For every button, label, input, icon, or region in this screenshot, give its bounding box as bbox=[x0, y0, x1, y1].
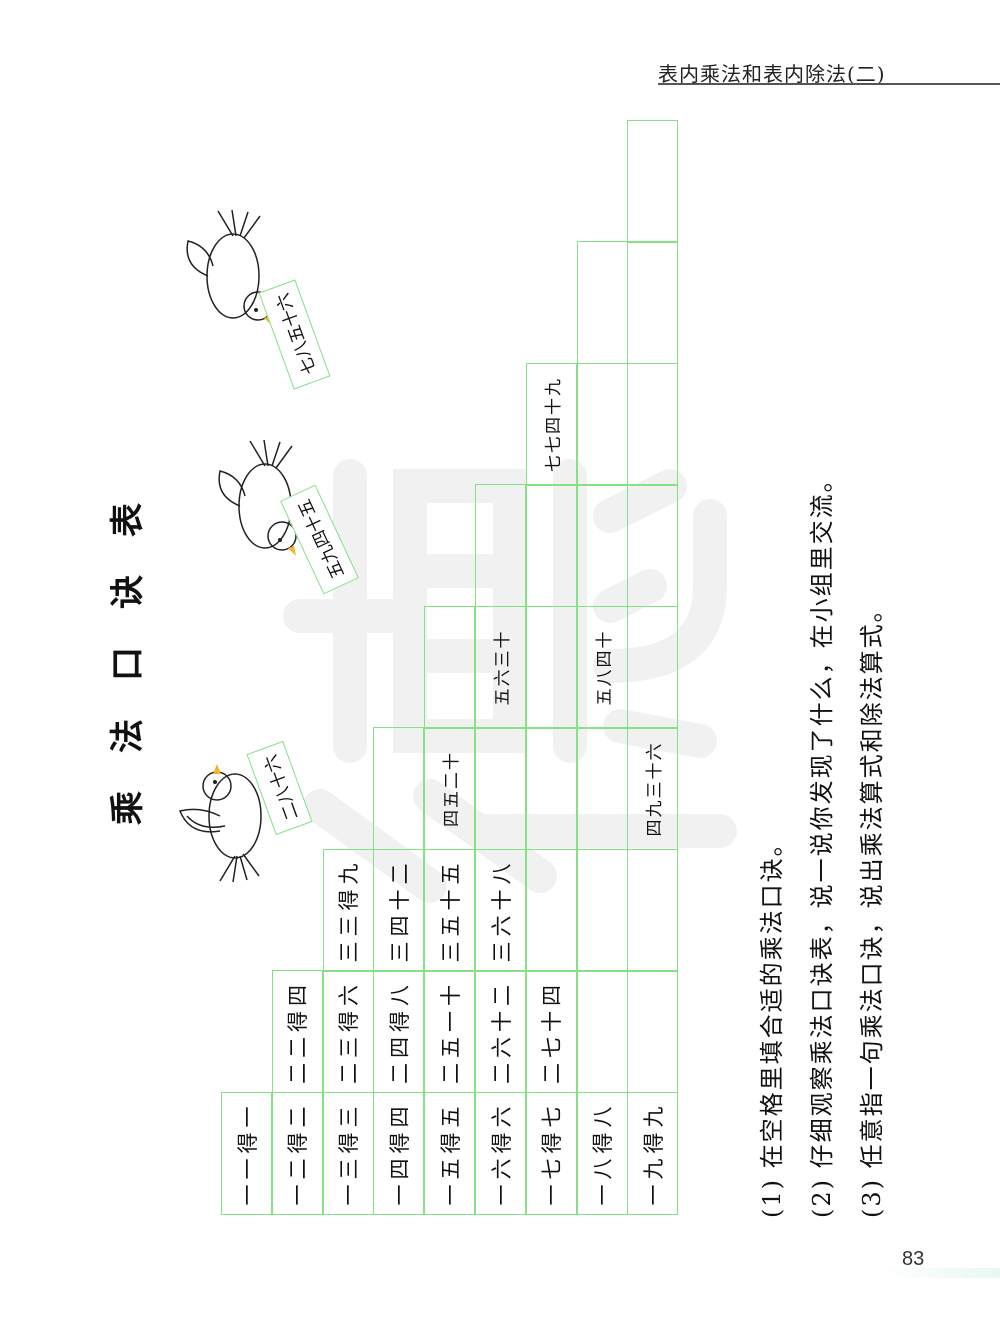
table-row: 一一得一 bbox=[221, 1092, 272, 1215]
table-cell: 一二得二 bbox=[271, 1092, 323, 1215]
blank-cell[interactable] bbox=[627, 970, 679, 1094]
blank-cell[interactable] bbox=[576, 241, 628, 365]
blank-cell[interactable] bbox=[475, 484, 526, 608]
table-cell: 二六十二 bbox=[475, 970, 526, 1094]
blank-cell[interactable] bbox=[627, 241, 679, 365]
blank-cell[interactable] bbox=[576, 484, 628, 608]
table-row: 一七得七二七十四 七七四十九 bbox=[525, 363, 577, 1215]
table-cell: 三三得九 bbox=[322, 849, 374, 972]
table-row: 一五得五二五一十三五十五四五二十 bbox=[424, 606, 476, 1215]
table-cell: 一三得三 bbox=[322, 1092, 374, 1215]
blank-cell[interactable] bbox=[525, 849, 577, 972]
table-row: 一二得二二二得四 bbox=[271, 970, 323, 1215]
blank-cell[interactable] bbox=[627, 849, 679, 972]
blank-cell[interactable] bbox=[424, 606, 476, 729]
blank-cell[interactable] bbox=[576, 727, 628, 851]
table-cell: 三六十八 bbox=[475, 849, 526, 972]
table-cell: 七七四十九 bbox=[525, 363, 577, 486]
blank-cell[interactable] bbox=[576, 363, 628, 486]
watermark-graphic bbox=[283, 459, 737, 903]
question-3: (3) 任意指一句乘法口诀，说出乘法算式和除法算式。 bbox=[858, 596, 886, 1218]
page-title: 乘法口诀表 bbox=[108, 465, 148, 825]
blank-cell[interactable] bbox=[525, 484, 577, 608]
blank-cell[interactable] bbox=[627, 484, 679, 608]
blank-cell[interactable] bbox=[627, 120, 679, 243]
blank-cell[interactable] bbox=[627, 363, 679, 486]
blank-cell[interactable] bbox=[576, 970, 628, 1094]
blank-cell[interactable] bbox=[525, 606, 577, 729]
table-cell: 二二得四 bbox=[271, 970, 323, 1094]
table-cell: 二四得八 bbox=[373, 970, 425, 1094]
table-cell: 一九得九 bbox=[627, 1092, 679, 1215]
header-divider bbox=[658, 83, 1000, 85]
table-cell: 四五二十 bbox=[424, 727, 476, 851]
table-row: 一九得九四九三十六 bbox=[627, 120, 679, 1215]
blank-cell[interactable] bbox=[525, 727, 577, 851]
table-row: 一三得三二三得六三三得九 bbox=[322, 849, 374, 1215]
blank-cell[interactable] bbox=[475, 727, 526, 851]
blank-cell[interactable] bbox=[627, 606, 679, 729]
table-row: 一六得六二六十二三六十八 五六三十 bbox=[475, 484, 526, 1215]
blank-cell[interactable] bbox=[576, 849, 628, 972]
blank-cell[interactable] bbox=[373, 727, 425, 851]
table-cell: 四九三十六 bbox=[627, 727, 679, 851]
table-row: 一八得八五八四十 bbox=[576, 241, 628, 1215]
table-cell: 三五十五 bbox=[424, 849, 476, 972]
chapter-title: 表内乘法和表内除法(二) bbox=[658, 62, 886, 86]
table-cell: 二七十四 bbox=[525, 970, 577, 1094]
page-number: 83 bbox=[902, 1248, 925, 1270]
table-cell: 五八四十 bbox=[576, 606, 628, 729]
table-cell: 三四十二 bbox=[373, 849, 425, 972]
question-1: (1) 在空格里填合适的乘法口诀。 bbox=[758, 830, 786, 1218]
question-2: (2) 仔细观察乘法口诀表，说一说你发现了什么，在小组里交流。 bbox=[808, 466, 836, 1218]
table-cell: 一六得六 bbox=[475, 1092, 526, 1215]
table-cell: 五六三十 bbox=[475, 606, 526, 729]
table-cell: 二五一十 bbox=[424, 970, 476, 1094]
table-cell: 一七得七 bbox=[525, 1092, 577, 1215]
table-row: 一四得四二四得八三四十二 bbox=[373, 727, 425, 1215]
table-cell: 一八得八 bbox=[576, 1092, 628, 1215]
table-cell: 一一得一 bbox=[221, 1092, 272, 1215]
page-number-band bbox=[880, 1268, 1000, 1278]
table-cell: 一五得五 bbox=[424, 1092, 476, 1215]
table-cell: 一四得四 bbox=[373, 1092, 425, 1215]
bird-icon bbox=[178, 764, 262, 883]
table-cell: 二三得六 bbox=[322, 970, 374, 1094]
